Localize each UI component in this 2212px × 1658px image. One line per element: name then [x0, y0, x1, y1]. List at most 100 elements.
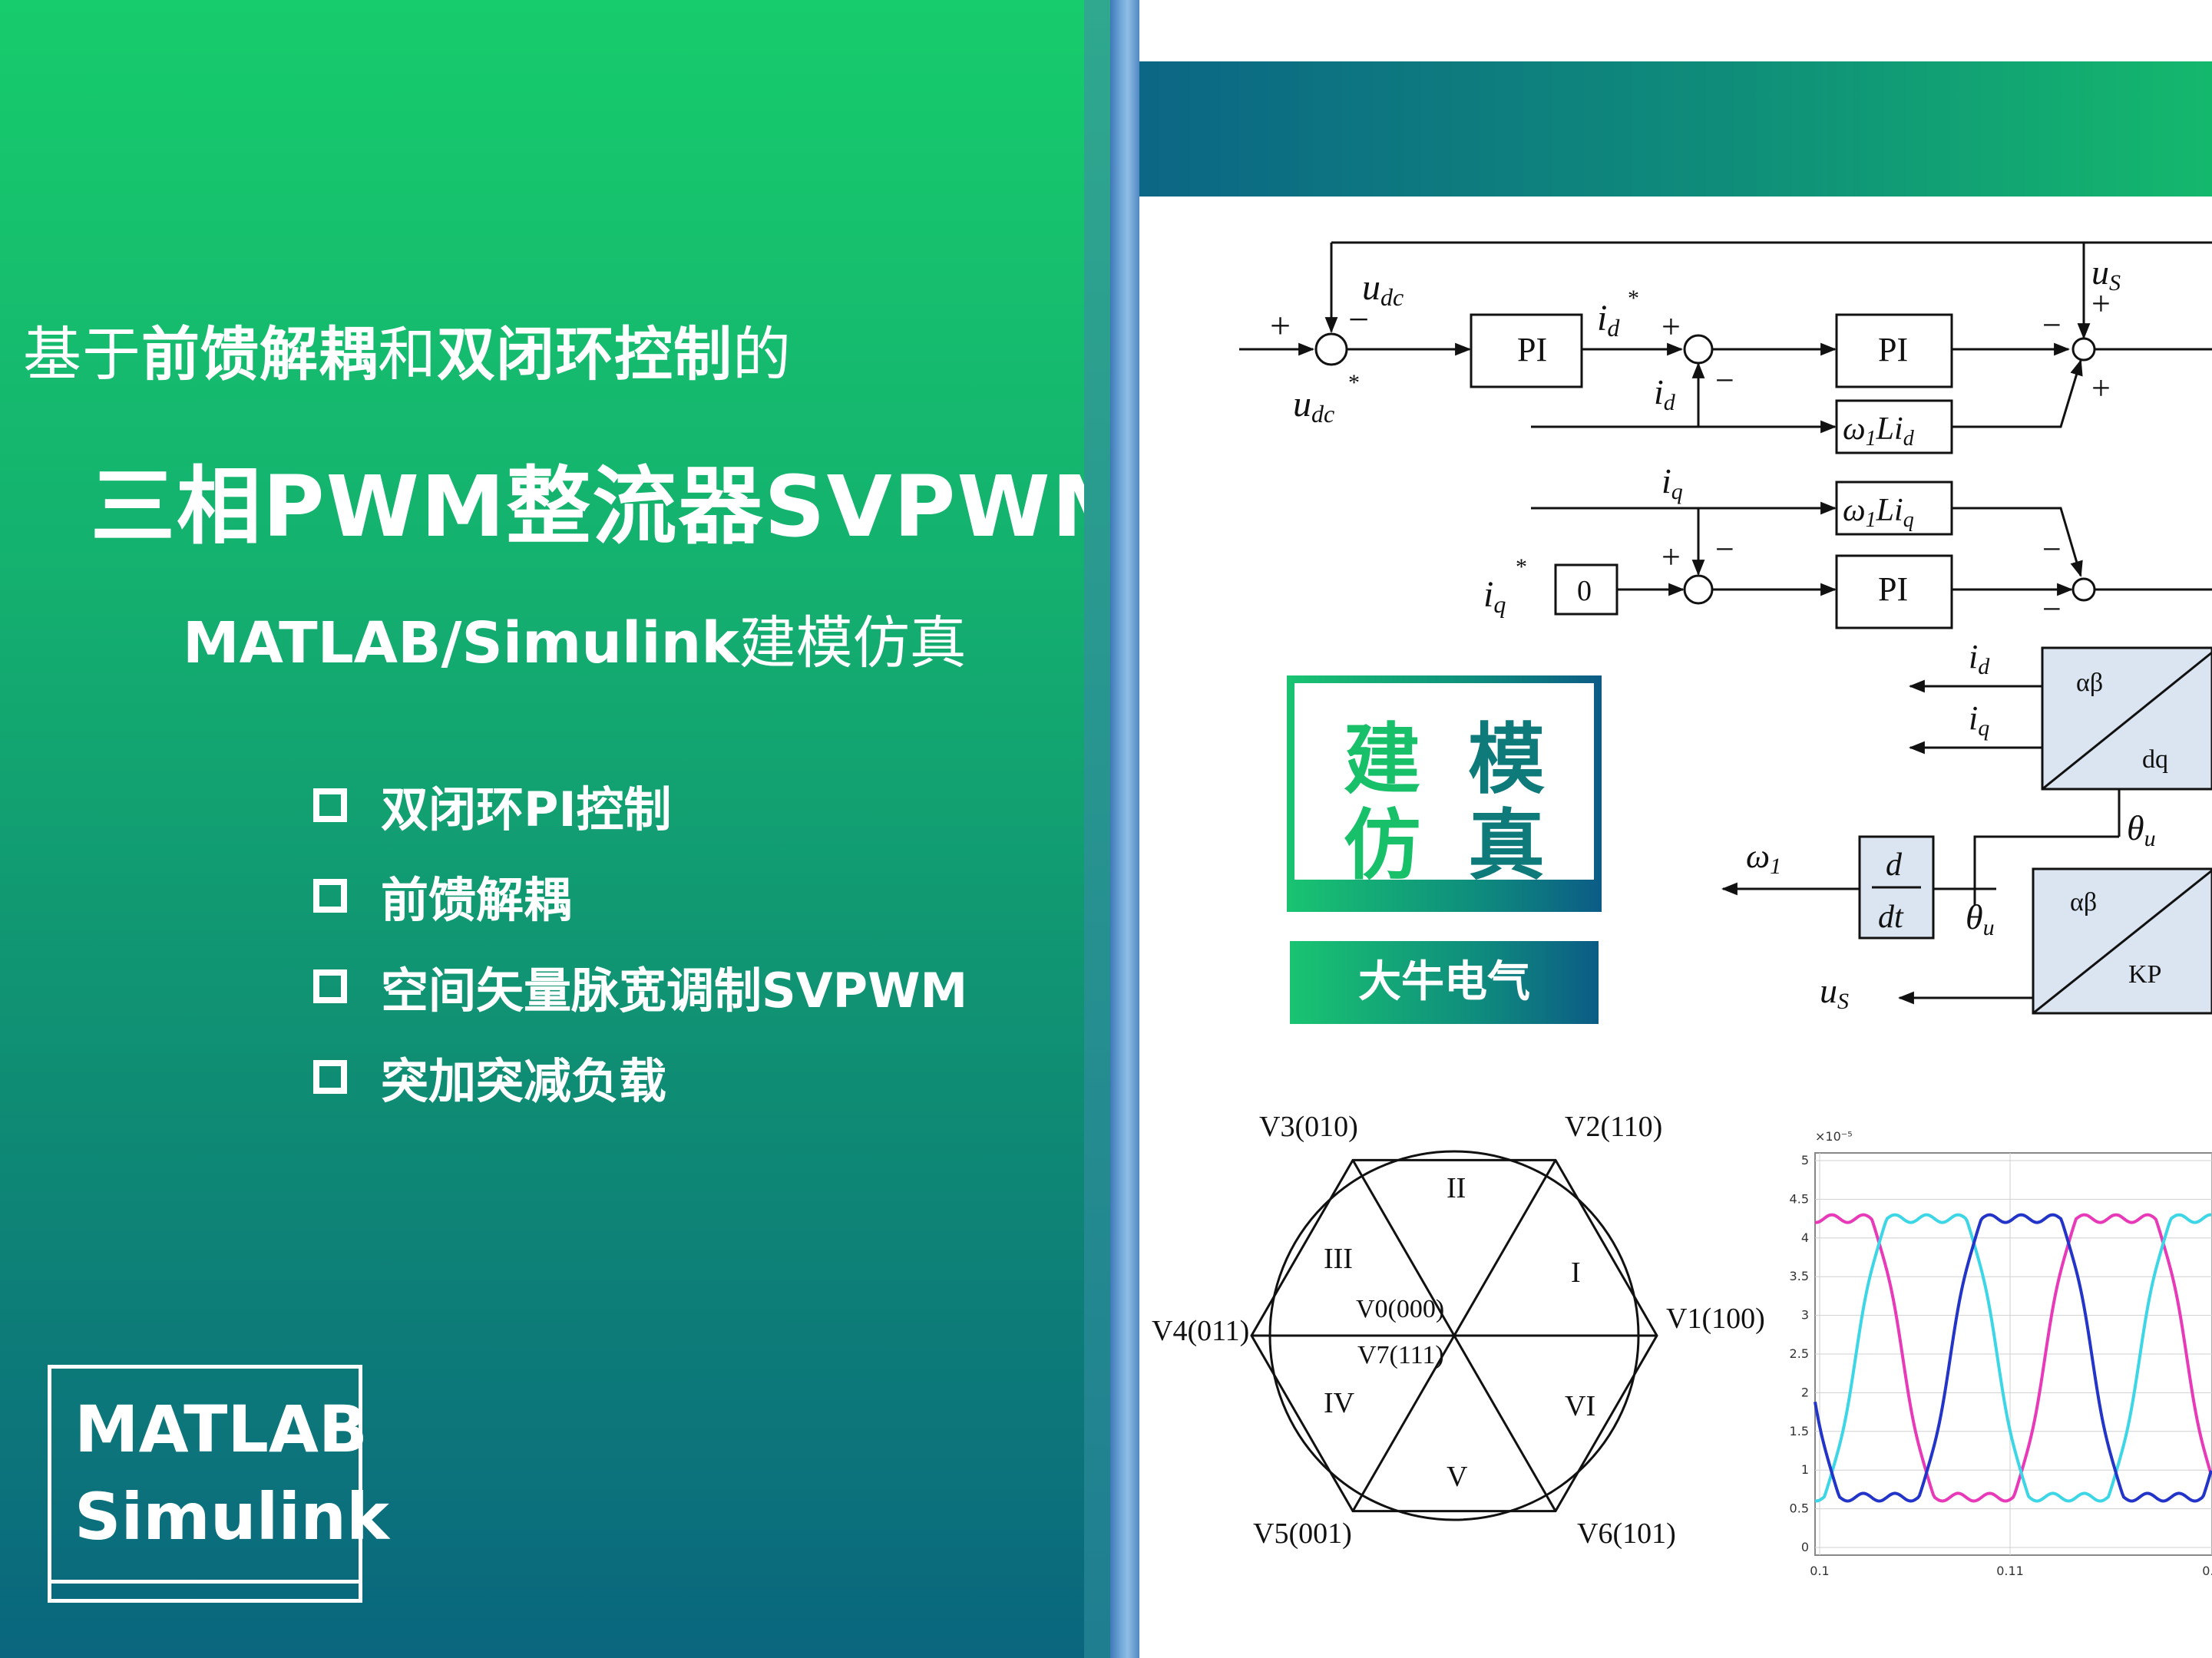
signal-line [1973, 835, 2119, 906]
checkbox-icon [313, 1060, 347, 1094]
minus-sign: − [2042, 590, 2062, 628]
y-tick-label: 3 [1801, 1308, 1809, 1323]
y-tick-label: 4.5 [1790, 1191, 1809, 1206]
signal-line [1952, 358, 2083, 428]
pi-block [1835, 554, 1953, 629]
omega-li-q-label: ω1Liq [1843, 493, 1914, 532]
id-out-label: id [1969, 638, 1990, 679]
id-ref-label: id [1597, 298, 1620, 342]
x-tick-label: 0.1 [1810, 1564, 1829, 1578]
subtitle-mid: 和 [378, 320, 437, 388]
vector-v7-label: V7(111) [1357, 1341, 1444, 1369]
sector-boundary [1351, 1159, 1557, 1512]
reference-star: * [1516, 554, 1527, 580]
minus-sign: − [1715, 530, 1734, 568]
x-axis-ticks: 0.10.110.1 [1810, 1564, 2212, 1578]
y-axis-multiplier: ×10⁻⁵ [1815, 1129, 1853, 1144]
svpwm-waveform-chart: 54.543.532.521.510.50 0.10.110.1 ×10⁻⁵ [1790, 1129, 2212, 1578]
promo-char: 建 [1344, 715, 1420, 804]
promo-char: 模 [1468, 715, 1545, 804]
sector-label: III [1324, 1243, 1353, 1275]
plus-sign: + [2091, 369, 2111, 407]
feature-item: 前馈解耦 [313, 850, 967, 941]
promo-char: 真 [1468, 801, 1545, 890]
tool-name: MATLAB/Simulink [183, 610, 739, 676]
udc-ref-label: udc [1293, 384, 1334, 428]
y-tick-label: 4 [1801, 1230, 1809, 1245]
transform-diagonal [2032, 869, 2212, 1015]
space-vector-hexagon [1250, 1150, 1658, 1521]
header-band [1139, 61, 2212, 197]
alpha-beta-label: αβ [2076, 669, 2103, 697]
plus-sign: + [2091, 285, 2111, 322]
divider-strip-teal [1084, 0, 1110, 1658]
series-cyan [1814, 1213, 2211, 1503]
summing-junction [1683, 334, 1714, 365]
checkbox-icon [313, 788, 347, 822]
hexagon-labels: V3(010) V2(110) V4(011) V1(100) V5(001) … [1152, 1111, 1765, 1550]
checkbox-icon [313, 879, 347, 913]
iq-label: iq [1661, 461, 1683, 504]
iq-out-label: iq [1969, 699, 1989, 741]
subtitle-post: 的 [732, 320, 792, 388]
reference-star: * [1628, 286, 1639, 311]
pi-block [1470, 313, 1583, 388]
transform-diagonal [2042, 651, 2212, 791]
y-tick-label: 3.5 [1790, 1269, 1809, 1283]
summing-junction [2071, 337, 2096, 362]
promo-card-inner: 建 模 仿 真 [1294, 683, 1594, 890]
reference-star: * [1348, 370, 1360, 395]
block-diagram-labels: PI PI PI 0 + − + − − + + + − − − udc udc… [1270, 253, 2168, 1014]
badge-line-2: Simulink [74, 1479, 389, 1554]
promo-card: 建 模 仿 真 [1287, 675, 1602, 912]
signal-line [1952, 507, 2083, 578]
series-blue [1814, 1213, 2212, 1503]
sector-label: V [1447, 1461, 1468, 1493]
theta-label: θu [1966, 897, 1995, 940]
brand-label: 大牛电气 [1290, 941, 1599, 1024]
pi-label: PI [1517, 331, 1547, 368]
y-tick-label: 5 [1801, 1153, 1809, 1168]
omega1-label: ω1 [1746, 837, 1781, 879]
chart-series [1814, 1213, 2212, 1503]
vector-v1-label: V1(100) [1666, 1303, 1765, 1335]
tool-desc: 建模仿真 [739, 610, 967, 676]
decoupling-block [1835, 399, 1953, 454]
diagrams-canvas: PI PI PI 0 + − + − − + + + − − − udc udc… [1152, 241, 2212, 1578]
main-title: 三相PWM整流器SVPWM [91, 457, 1138, 556]
subtitle-bold-1: 前馈解耦 [141, 320, 378, 388]
minus-sign: − [2042, 306, 2062, 344]
matlab-simulink-badge: MATLAB Simulink [48, 1365, 389, 1603]
kp-label: KP [2128, 960, 2161, 989]
feature-label: 突加突减负载 [381, 1053, 667, 1109]
vector-v5-label: V5(001) [1253, 1518, 1352, 1550]
tool-line: MATLAB/Simulink建模仿真 [183, 597, 967, 679]
feature-label: 双闭环PI控制 [381, 781, 672, 837]
decoupling-block [1835, 481, 1953, 536]
feature-item: 空间矢量脉宽调制SVPWM [313, 941, 967, 1032]
y-tick-label: 2 [1801, 1385, 1809, 1399]
plus-sign: + [1270, 306, 1291, 346]
derivative-numerator: d [1886, 847, 1903, 883]
feature-label: 前馈解耦 [381, 872, 572, 928]
divider-strip-blue [1110, 0, 1139, 1658]
sector-label: VI [1565, 1390, 1595, 1422]
promo-char: 仿 [1344, 801, 1420, 890]
us-out-label: uS [1820, 971, 1849, 1014]
derivative-denominator: dt [1878, 900, 1904, 935]
pi-label: PI [1878, 331, 1908, 368]
badge-line-1: MATLAB [74, 1392, 368, 1467]
iq-ref-label: iq [1483, 574, 1506, 618]
vector-v3-label: V3(010) [1259, 1111, 1358, 1143]
x-tick-label: 0.11 [1996, 1564, 2024, 1578]
vector-v6-label: V6(101) [1577, 1518, 1676, 1550]
control-block-diagram [1239, 241, 2212, 1015]
sector-label: IV [1324, 1387, 1355, 1419]
title-panel: 基于前馈解耦和双闭环控制的 三相PWM整流器SVPWM MATLAB/Simul… [0, 0, 1136, 1658]
badge-underline [51, 1580, 359, 1584]
plus-sign: + [1661, 308, 1681, 345]
sector-label: I [1571, 1257, 1581, 1289]
feature-item: 突加突减负载 [313, 1032, 967, 1122]
summing-junction [1683, 574, 1714, 605]
omega-li-d-label: ω1Lid [1843, 411, 1915, 451]
